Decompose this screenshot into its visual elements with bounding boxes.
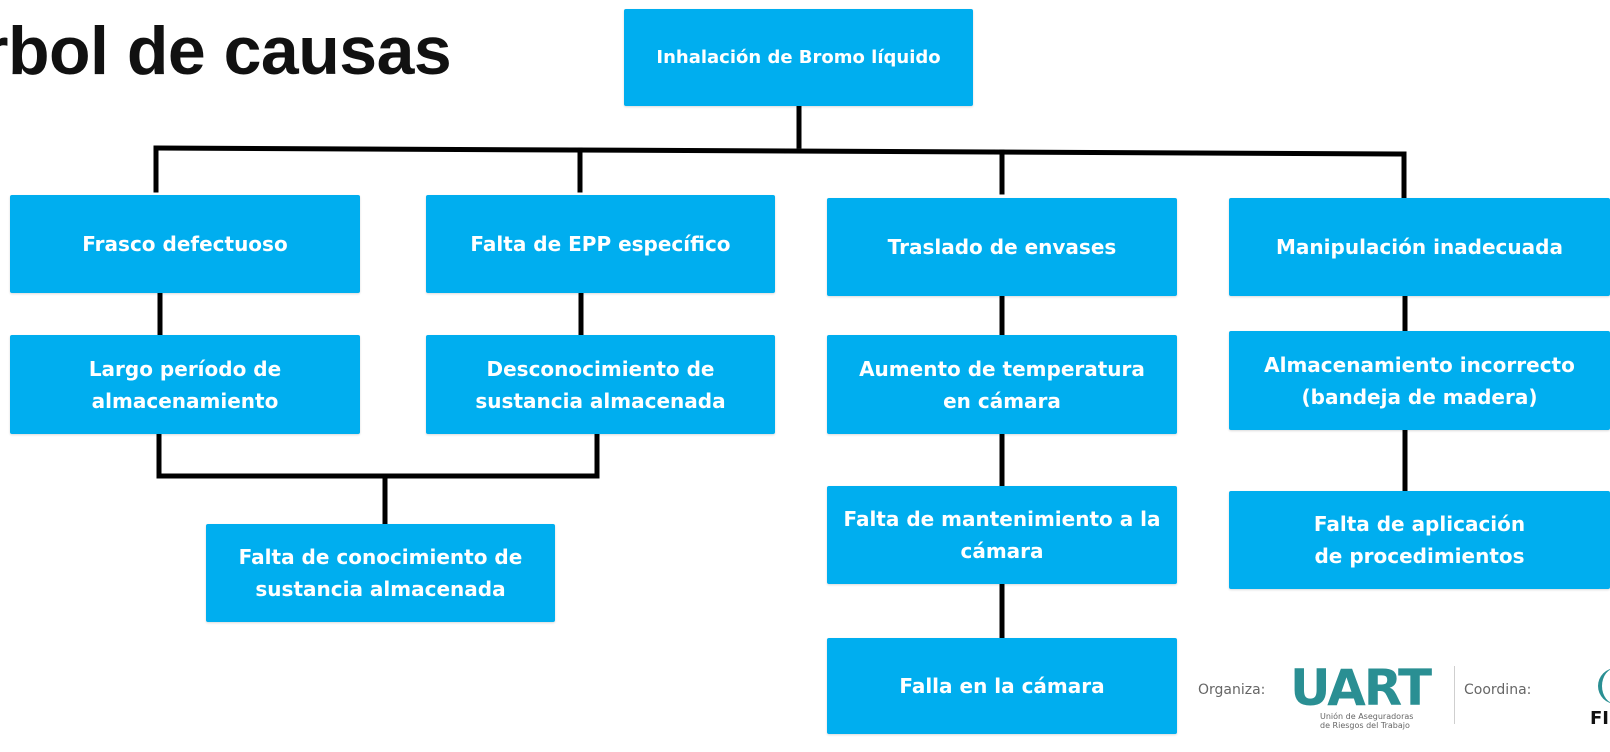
coordina-logo-mark: FI <box>1590 708 1609 728</box>
node-frasco-defectuoso: Frasco defectuoso <box>10 195 360 293</box>
uart-logo-mark: UART <box>1290 659 1432 717</box>
footer-divider <box>1454 666 1455 724</box>
node-falta-mantenimiento: Falta de mantenimiento a la cámara <box>827 486 1177 584</box>
uart-logo-subtitle: Unión de Aseguradoras de Riesgos del Tra… <box>1320 712 1414 730</box>
node-manipulacion-inadecuada: Manipulación inadecuada <box>1229 198 1610 296</box>
node-falta-conocimiento: Falta de conocimiento de sustancia almac… <box>206 524 555 622</box>
coordina-label: Coordina: <box>1464 682 1532 698</box>
node-root-inhalacion: Inhalación de Bromo líquido <box>624 9 973 106</box>
connector-main-bar <box>153 145 1407 157</box>
node-almacenamiento-incorrecto: Almacenamiento incorrecto (bandeja de ma… <box>1229 331 1610 430</box>
organiza-label: Organiza: <box>1198 682 1266 698</box>
node-traslado-envases: Traslado de envases <box>827 198 1177 296</box>
uart-logo: UART Unión de Aseguradoras de Riesgos de… <box>1290 659 1432 730</box>
node-largo-periodo: Largo período de almacenamiento <box>10 335 360 434</box>
node-falta-epp: Falta de EPP específico <box>426 195 775 293</box>
node-falta-procedimientos: Falta de aplicación de procedimientos <box>1229 491 1610 589</box>
coordina-logo: FI <box>1580 668 1610 728</box>
coordina-logo-arc <box>1598 668 1610 704</box>
node-falla-camara: Falla en la cámara <box>827 638 1177 734</box>
diagram-title: rbol de causas <box>0 13 452 89</box>
node-desconocimiento: Desconocimiento de sustancia almacenada <box>426 335 775 434</box>
node-aumento-temperatura: Aumento de temperatura en cámara <box>827 335 1177 434</box>
